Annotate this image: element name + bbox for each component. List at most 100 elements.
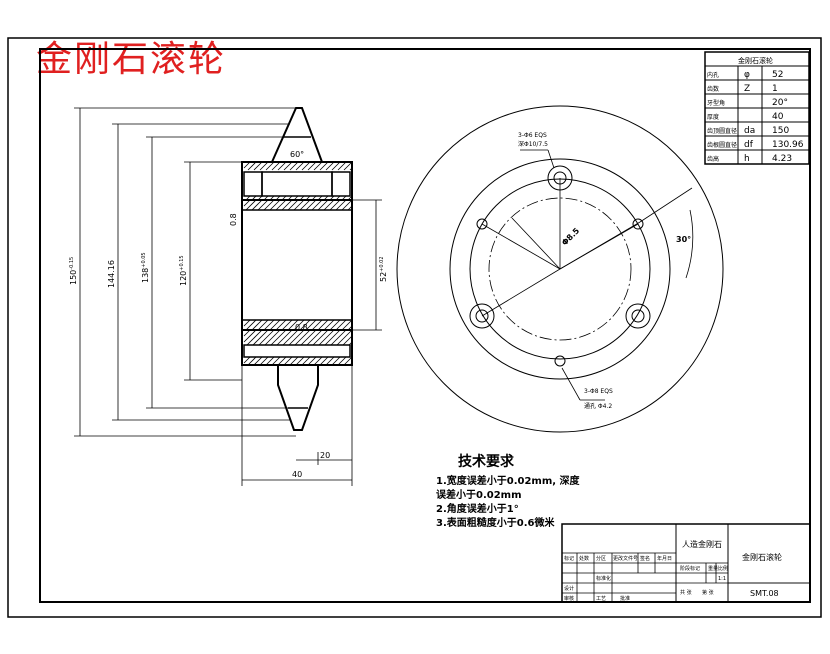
dim-d2: 144.16 [107,260,116,288]
hatch-line [300,329,317,346]
hatch-line [323,319,335,331]
hatch-line [336,329,353,346]
hatch-line [325,356,335,366]
hatch-line [269,319,281,331]
hatch-line [295,161,305,171]
tb-code: SMT.08 [750,589,779,598]
tb-row-1: 审核 [564,595,574,602]
tb-misc-2: 阶段标记 [680,565,700,572]
hatch-line [289,356,299,366]
hatch-line [331,356,341,366]
table-symbol: h [744,154,750,164]
hatch-line [271,356,281,366]
table-label: 牙型角 [707,99,725,107]
tb-row-2: 工艺 [596,596,606,602]
hatch-line [335,195,341,201]
dim-hub: 20 [320,451,330,460]
label-hole2-b: 通孔 Φ4.2 [584,402,612,410]
tech-line-4: 3.表面粗糙度小于0.6微米 [436,518,555,529]
dim-fin-b: 0.8 [295,323,308,332]
hatch-line [243,199,251,207]
table-value: 40 [772,112,784,122]
tb-misc-5: 共 张 [680,589,692,596]
hatch-line [257,319,269,331]
hatch-line [263,195,269,201]
hatch-line [343,161,353,171]
table-value: 52 [772,70,783,80]
hatch-line [243,319,251,327]
hatch-line [289,161,299,171]
hatch-line [324,329,341,346]
hatch-line [325,161,335,171]
tech-heading: 技术要求 [458,454,514,470]
hatch-line [283,356,293,366]
hatch-line [281,195,287,201]
front-view [396,105,724,433]
tb-scale: 1:1 [718,576,726,582]
hatch-line [347,325,353,331]
hatch-line [317,195,323,201]
hatch-line [317,199,329,211]
tech-requirements: 技术要求 1.宽度误差小于0.02mm, 深度 误差小于0.02mm 2.角度误… [436,455,580,531]
hatch-line [312,329,329,346]
tb-material: 人造金刚石 [682,539,722,549]
hatch-line [275,319,287,331]
hatch-line [247,356,257,366]
hatch-line [251,195,257,201]
hatch-line [305,199,317,211]
hatch-line [265,161,275,171]
tb-col-5: 年月日 [657,555,672,562]
hatch-line [329,319,341,331]
hatch-line [275,195,281,201]
hatch-line [245,199,257,211]
hatch-line [293,199,305,211]
tech-line-2: 误差小于0.02mm [436,490,522,501]
inner-frame [39,48,811,603]
hatch-line [295,356,305,366]
hatch-line [251,319,263,331]
label-angle: 30° [676,235,691,244]
outer-frame [7,37,822,618]
hatch-line [246,329,263,346]
dim-width: 40 [292,470,302,479]
hatch-line [299,195,305,201]
front-view-labels: 3-Φ6 EQS 深Φ10/7.5 Φ8.5 30° 3-Φ8 EQS 通孔 Φ… [518,132,691,410]
hatch-line [341,195,347,201]
hatch-line [259,161,269,171]
hatch-line [277,356,287,366]
hatch-line [243,329,257,343]
table-label: 齿根圆直径 [707,141,737,149]
hatch-line [258,329,275,346]
hatch-line [347,195,353,201]
title-block [561,523,811,603]
hatch-line [293,319,305,331]
table-value: 150 [772,126,789,136]
hatch-line [287,195,293,201]
hatch-line [264,329,281,346]
hatch-line [283,161,293,171]
table-value: 4.23 [772,154,792,164]
hatch-line [276,329,293,346]
label-hole1-a: 3-Φ6 EQS [518,132,547,139]
table-value: 20° [772,98,788,108]
hatch-line [323,199,335,211]
title-block-text: 人造金刚石 金刚石滚轮 SMT.08 1:1 标记 处数 分区 更改文件号 签名… [564,539,782,602]
tb-col-2: 分区 [596,555,606,562]
hatch-line [348,341,353,346]
hatch-line [281,199,293,211]
hatch-line [299,319,311,331]
hatch-line [243,161,251,169]
hatch-line [319,161,329,171]
hatch-line [281,319,293,331]
table-symbol: da [744,126,755,136]
tech-line-1: 1.宽度误差小于0.02mm, 深度 [436,476,580,487]
hatch-line [245,319,257,331]
hatch-line [269,199,281,211]
hatch-line [311,195,317,201]
hatch-line [288,329,305,346]
hatch-line [282,329,299,346]
dim-fin-a: 0.8 [229,213,238,226]
label-hole2-a: 3-Φ8 EQS [584,388,613,395]
hatch-line [313,161,323,171]
